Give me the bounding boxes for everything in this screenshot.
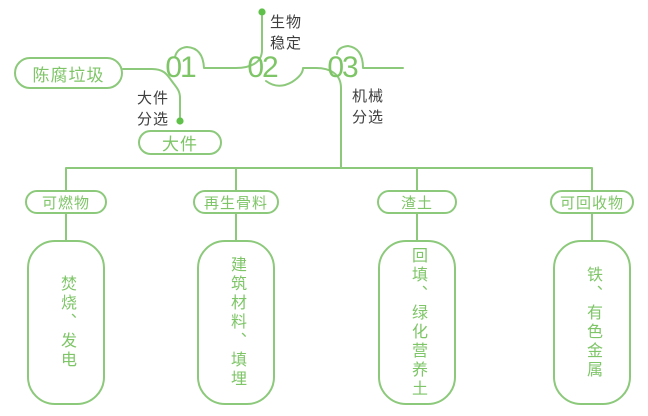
output-text: 焚烧、发电 xyxy=(58,275,75,370)
output-box-slag-soil: 回填、绿化营养土 xyxy=(378,240,456,405)
step-number-03: 03 xyxy=(327,51,358,84)
category-pill-combustible: 可燃物 xyxy=(25,190,107,214)
source-label: 陈腐垃圾 xyxy=(32,65,105,85)
output-box-recycled-aggregate: 建筑材料、填埋 xyxy=(197,240,275,405)
flow-line-step1-arc-to-step2 xyxy=(174,15,263,69)
category-label: 可燃物 xyxy=(41,194,90,212)
category-label: 渣土 xyxy=(400,194,433,212)
flow-dot-bulky xyxy=(176,117,184,125)
flow-line-step2-swoosh-to-step3 xyxy=(265,67,342,169)
source-pill: 陈腐垃圾 xyxy=(14,57,123,89)
flow-line-step3-arc-out xyxy=(336,45,404,69)
bulky-pill: 大件 xyxy=(138,130,222,155)
output-box-recyclable: 铁、有色金属 xyxy=(553,240,631,405)
category-pill-recycled-aggregate: 再生骨料 xyxy=(193,190,279,214)
flow-line-source-to-step1 xyxy=(122,68,181,118)
step-number-02: 02 xyxy=(247,51,278,84)
caption-bulky-sorting: 大件 分选 xyxy=(137,90,170,128)
bulky-label: 大件 xyxy=(162,135,198,154)
flow-dot-bio xyxy=(258,8,266,16)
output-text: 铁、有色金属 xyxy=(584,265,601,380)
category-pill-recyclable: 可回收物 xyxy=(550,190,634,214)
step-number-01: 01 xyxy=(165,51,196,84)
category-label: 可回收物 xyxy=(559,194,624,212)
output-text: 回填、绿化营养土 xyxy=(409,246,426,399)
caption-bio-stabilization: 生物 稳定 xyxy=(270,14,303,52)
caption-mechanical-sorting: 机械 分选 xyxy=(352,88,385,126)
category-label: 再生骨料 xyxy=(203,194,268,212)
output-text: 建筑材料、填埋 xyxy=(228,256,245,389)
output-box-combustible: 焚烧、发电 xyxy=(27,240,105,405)
category-pill-slag-soil: 渣土 xyxy=(377,190,457,214)
distribution-bar xyxy=(65,167,593,192)
